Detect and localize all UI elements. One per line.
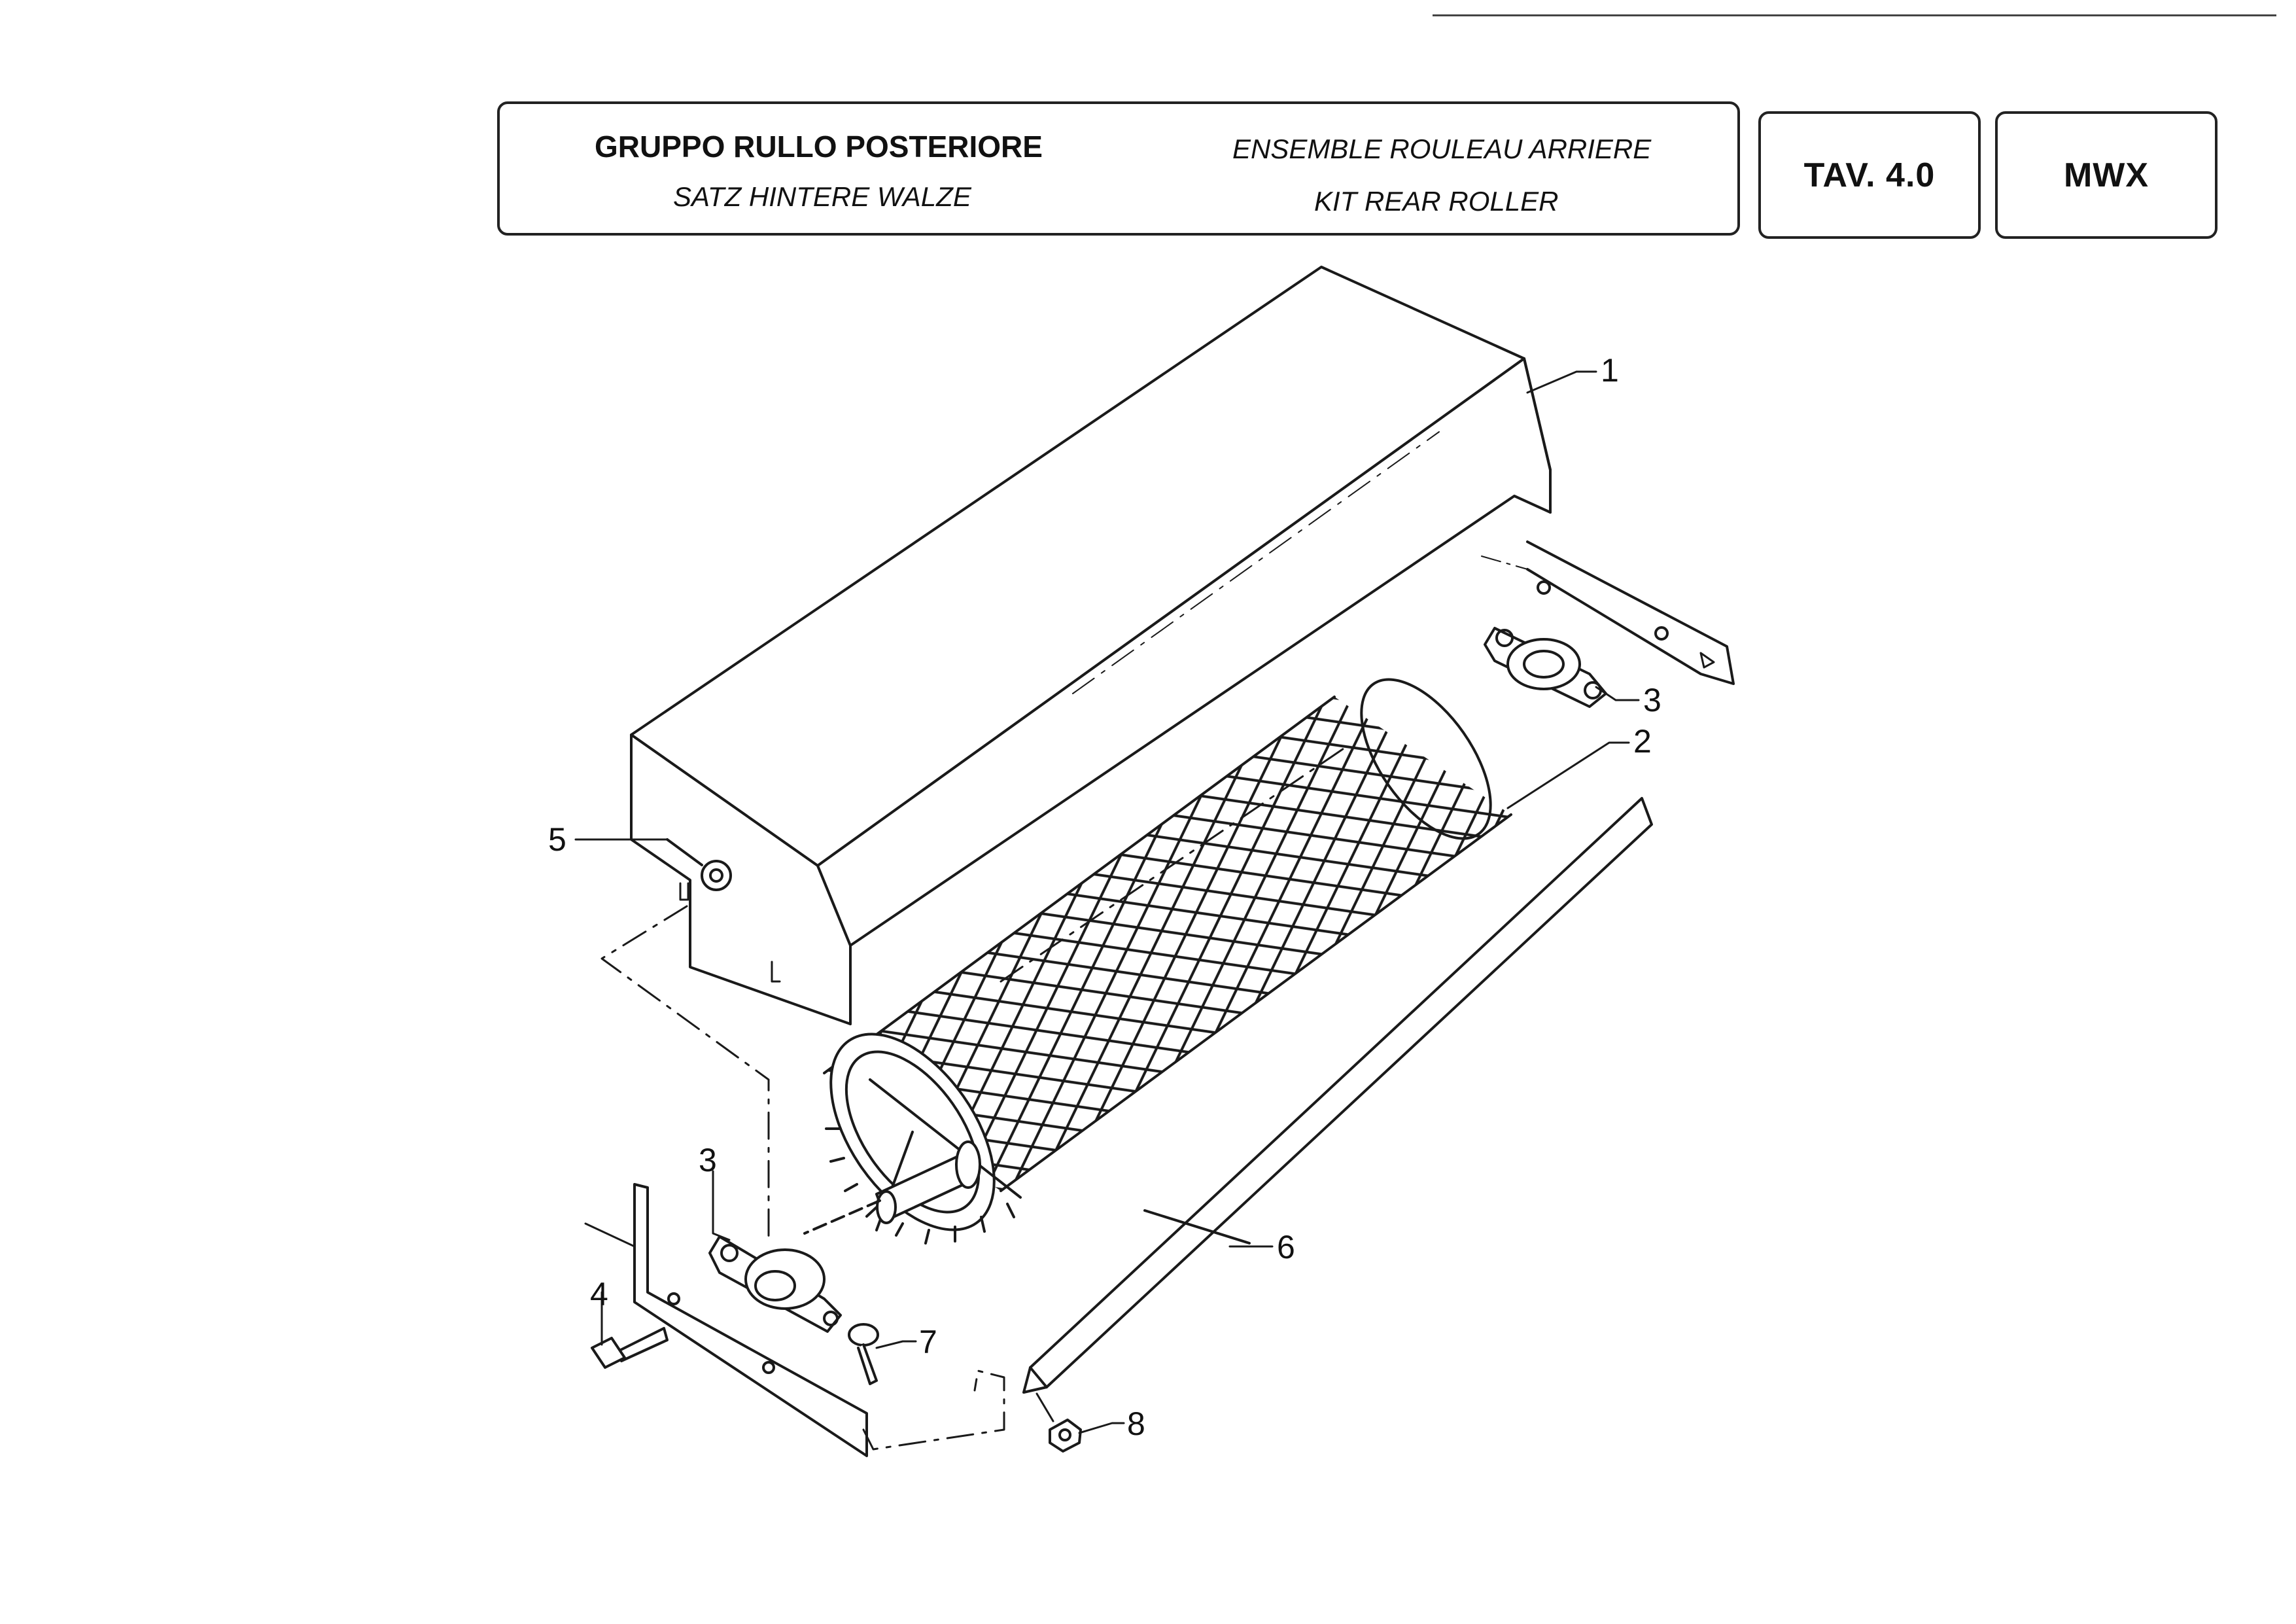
table-number-box: TAV. 4.0: [1758, 111, 1981, 239]
callout-8: 8: [1127, 1405, 1145, 1442]
callout-6: 6: [1277, 1229, 1295, 1265]
callout-1: 1: [1601, 352, 1619, 389]
callout-5: 5: [548, 821, 566, 858]
left-bracket: [584, 1183, 868, 1457]
title-french: ENSEMBLE ROULEAU ARRIERE: [1232, 133, 1652, 164]
roller-shaft: [803, 1140, 981, 1235]
part-1-cover: [630, 266, 1552, 1025]
callout-3-right: 3: [1643, 682, 1661, 718]
table-number: TAV. 4.0: [1803, 156, 1936, 194]
right-bracket: [1481, 540, 1735, 685]
part-6-angle-bar: [1022, 797, 1653, 1394]
model-box: MWX: [1995, 111, 2218, 239]
callout-4: 4: [590, 1276, 608, 1313]
part-5-nut: [666, 838, 732, 891]
callout-3-left: 3: [699, 1142, 717, 1178]
top-rule: [1433, 14, 2276, 16]
title-english: KIT REAR ROLLER: [1314, 186, 1559, 217]
leader-lines: [574, 370, 1640, 1434]
callout-2: 2: [1633, 723, 1652, 760]
part-3-flange-bearing-left: [708, 1235, 842, 1333]
part-3-flange-bearing-right: [1484, 627, 1607, 708]
callout-7: 7: [919, 1324, 937, 1360]
title-block: GRUPPO RULLO POSTERIORE ENSEMBLE ROULEAU…: [497, 101, 1740, 236]
part-7-screw: [848, 1323, 879, 1385]
title-german: SATZ HINTERE WALZE: [673, 181, 971, 212]
model-code: MWX: [2063, 156, 2149, 194]
part-8-nut: [1035, 1392, 1082, 1453]
assembly-lines: [600, 745, 1349, 1451]
part-4-bolt: [591, 1291, 669, 1369]
title-italian: GRUPPO RULLO POSTERIORE: [595, 130, 1043, 164]
